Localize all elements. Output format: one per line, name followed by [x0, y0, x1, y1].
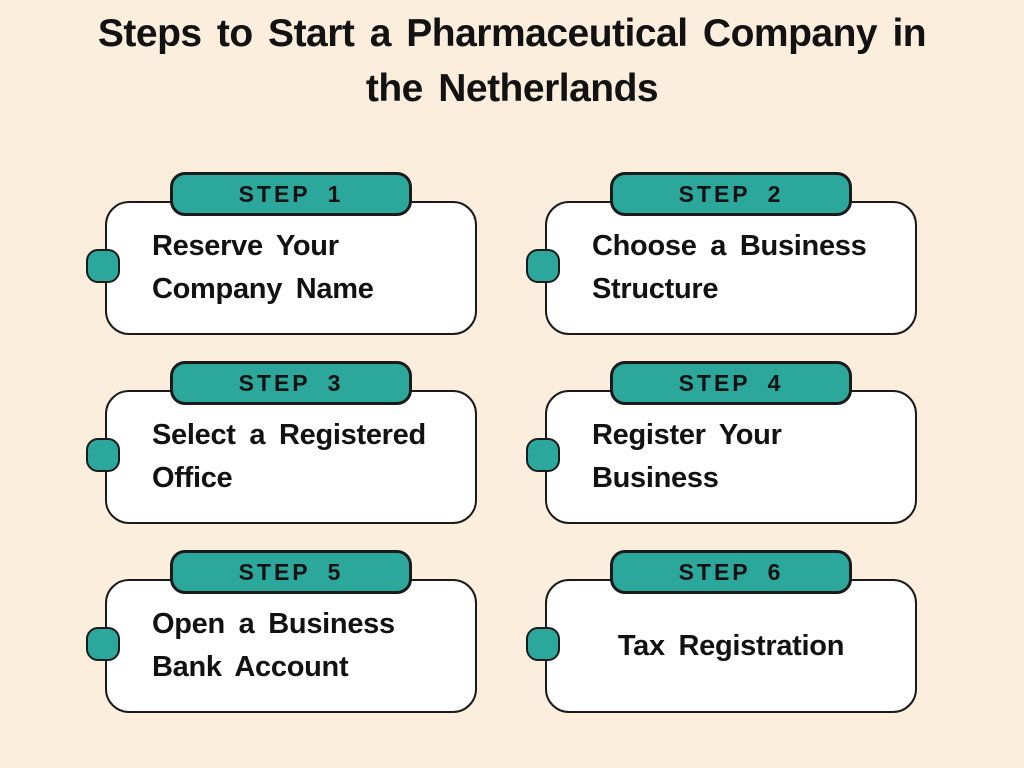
step-4-body: Register Your Business — [545, 390, 917, 524]
step-card-6: STEP 6 Tax Registration — [526, 550, 917, 713]
title-line-2: the Netherlands — [365, 67, 659, 110]
connector-square-5 — [86, 627, 120, 661]
step-1-badge: STEP 1 — [170, 172, 412, 216]
step-card-5: STEP 5 Open a Business Bank Account — [86, 550, 477, 713]
connector-square-1 — [86, 249, 120, 283]
step-card-1: STEP 1 Reserve Your Company Name — [86, 172, 477, 335]
connector-square-2 — [526, 249, 560, 283]
step-6-body: Tax Registration — [545, 579, 917, 713]
step-3-badge: STEP 3 — [170, 361, 412, 405]
connector-square-4 — [526, 438, 560, 472]
step-2-badge: STEP 2 — [610, 172, 852, 216]
step-4-badge: STEP 4 — [610, 361, 852, 405]
step-card-3: STEP 3 Select a Registered Office — [86, 361, 477, 524]
step-5-badge: STEP 5 — [170, 550, 412, 594]
connector-square-3 — [86, 438, 120, 472]
step-1-body: Reserve Your Company Name — [105, 201, 477, 335]
step-card-4: STEP 4 Register Your Business — [526, 361, 917, 524]
steps-grid: STEP 1 Reserve Your Company Name STEP 2 … — [86, 172, 917, 713]
step-6-badge: STEP 6 — [610, 550, 852, 594]
step-5-body: Open a Business Bank Account — [105, 579, 477, 713]
step-card-2: STEP 2 Choose a Business Structure — [526, 172, 917, 335]
step-3-body: Select a Registered Office — [105, 390, 477, 524]
infographic-title: Steps to Start a Pharmaceutical Company … — [0, 6, 1024, 116]
title-line-1: Steps to Start a Pharmaceutical Company … — [97, 12, 927, 55]
connector-square-6 — [526, 627, 560, 661]
step-2-body: Choose a Business Structure — [545, 201, 917, 335]
